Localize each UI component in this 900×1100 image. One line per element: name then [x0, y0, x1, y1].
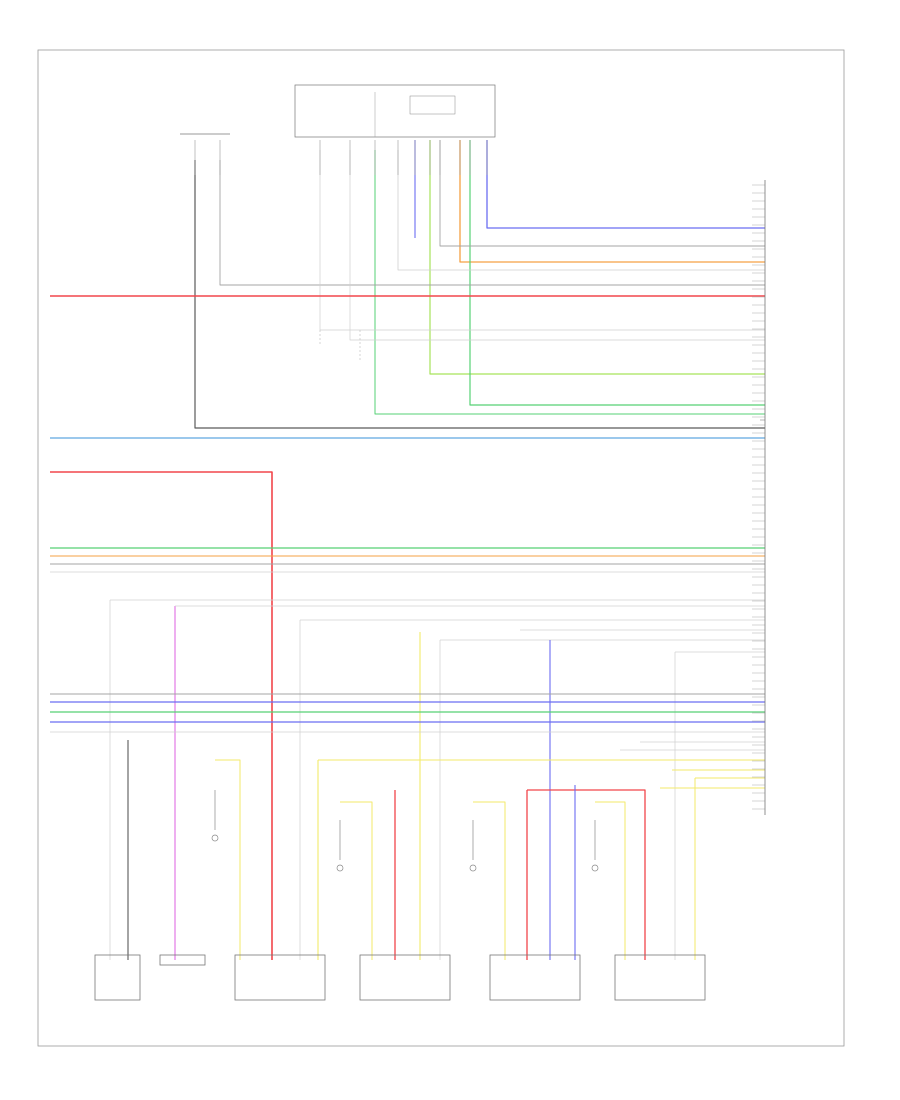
wire-red-trunk [50, 471, 273, 960]
wire-orange-top [459, 140, 765, 263]
wire-gray-e [349, 150, 765, 341]
ground-symbol-1 [211, 834, 219, 842]
wire-gray-c [219, 160, 765, 286]
module-box-5 [489, 954, 581, 1001]
wire-layer [50, 140, 765, 960]
wire-gray-d [319, 150, 765, 331]
module-box-3 [234, 954, 326, 1001]
module-box-4 [359, 954, 451, 1001]
switch-assembly-inner-box [409, 95, 456, 115]
wire-yellow-loop-1 [215, 759, 241, 960]
top-switch-assembly [294, 84, 496, 138]
wire-gray-b [397, 150, 765, 271]
ground-symbol-2 [336, 864, 344, 872]
wire-darkgray-left [194, 160, 765, 429]
connector-pin-layer [194, 140, 765, 810]
wire-green-top [469, 140, 765, 406]
wire-blue-top [486, 140, 765, 229]
wire-yellow-loop-3 [473, 801, 506, 960]
ground-symbol-4 [591, 864, 599, 872]
wire-gray-a [439, 140, 765, 247]
module-box-6 [614, 954, 706, 1001]
wire-lime-top [429, 140, 765, 375]
module-box-1 [94, 954, 141, 1001]
ground-symbol-3 [469, 864, 477, 872]
component-layer [94, 790, 706, 1001]
diagram-frame [37, 49, 845, 1047]
wire-green-mid [374, 150, 765, 415]
wire-yellow-loop-2 [340, 801, 373, 960]
module-box-2 [159, 954, 206, 966]
wire-red-loop [527, 789, 646, 960]
wire-yellow-loop-4 [595, 801, 626, 960]
